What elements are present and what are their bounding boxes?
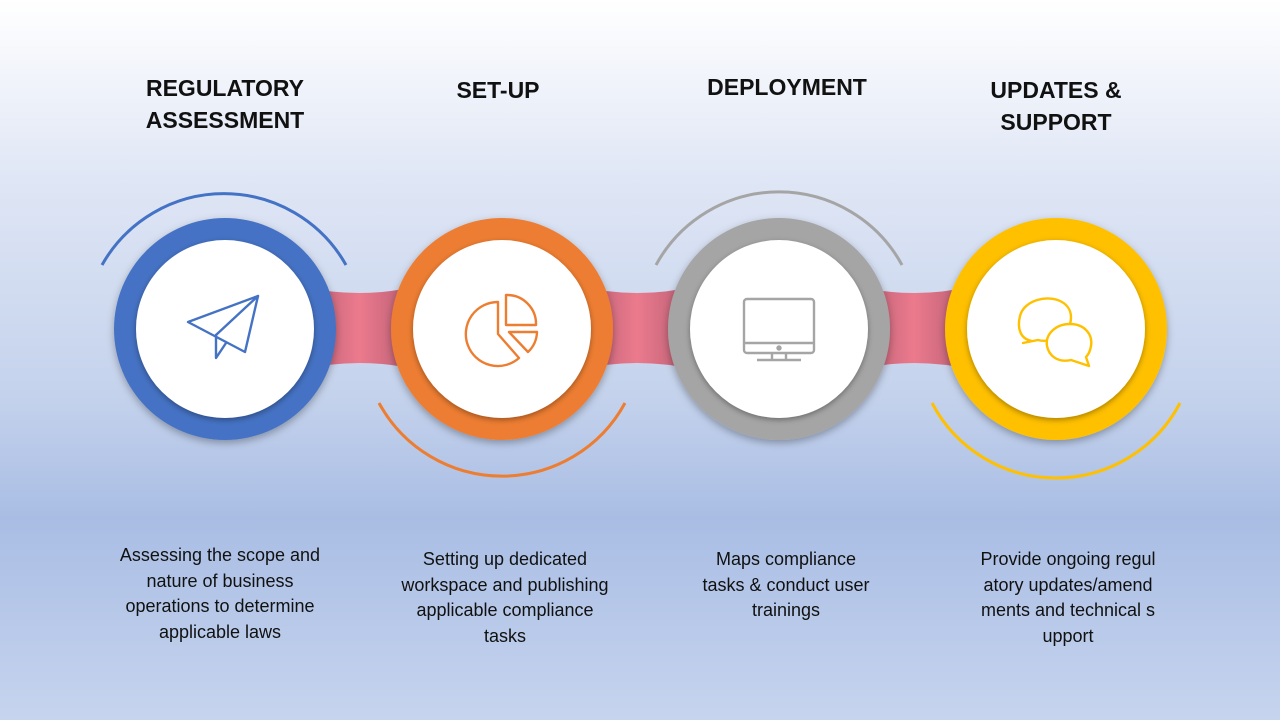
step-4-arc bbox=[930, 402, 1182, 480]
step-1-arc bbox=[100, 192, 348, 266]
step-1-description: Assessing the scope and nature of busine… bbox=[119, 545, 321, 642]
step-1-title: REGULATORY ASSESSMENT bbox=[145, 75, 305, 133]
step-3-arc bbox=[654, 190, 904, 266]
chat-bubbles-icon bbox=[1017, 297, 1093, 368]
step-4-title: UPDATES & SUPPORT bbox=[990, 77, 1122, 135]
paper-plane-icon bbox=[186, 294, 260, 360]
step-2-title: SET-UP bbox=[456, 77, 540, 103]
step-2-arc bbox=[377, 402, 627, 478]
step-2-description: Setting up dedicated workspace and publi… bbox=[401, 549, 609, 646]
step-2-node bbox=[391, 218, 613, 440]
step-3-description: Maps compliance tasks & conduct user tra… bbox=[702, 549, 870, 620]
monitor-icon bbox=[742, 297, 816, 362]
step-3-node bbox=[668, 218, 890, 440]
step-3-title: DEPLOYMENT bbox=[707, 74, 867, 100]
pie-chart-icon bbox=[464, 293, 539, 368]
step-4-description: Provide ongoing regulatory updates/amend… bbox=[980, 549, 1156, 646]
step-1-node bbox=[114, 218, 336, 440]
